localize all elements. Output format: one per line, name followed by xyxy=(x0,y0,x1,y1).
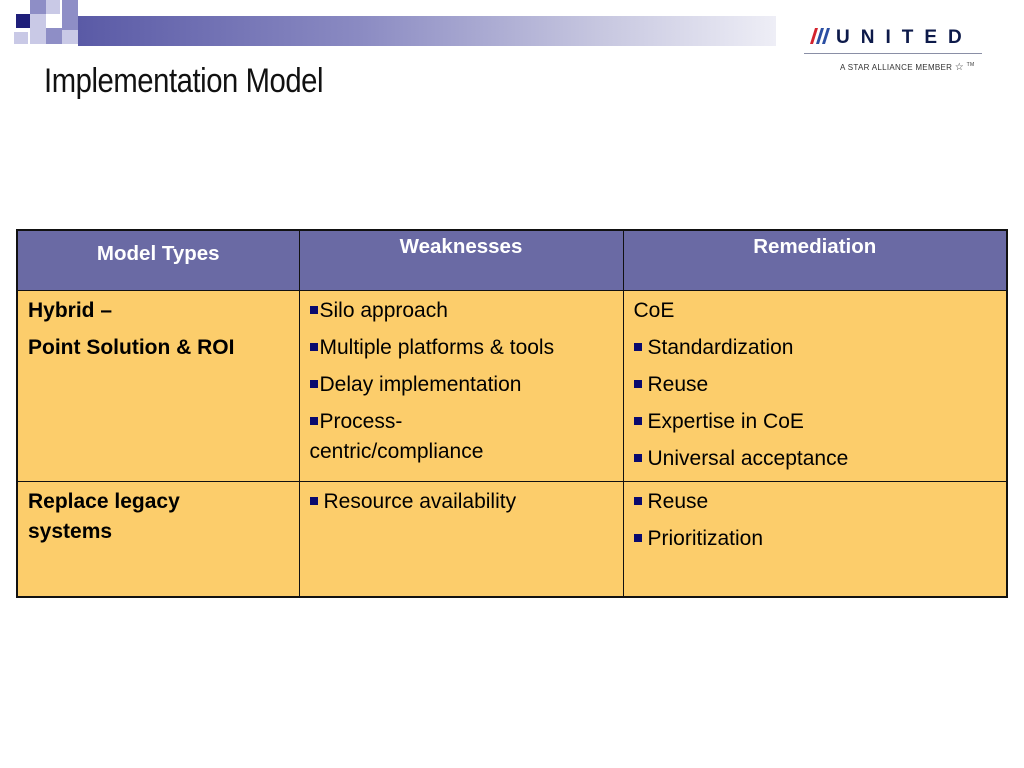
list-item: Expertise in CoE xyxy=(633,407,997,437)
cell-model: Replace legacy systems xyxy=(16,481,300,598)
list-item: Reuse xyxy=(633,370,997,400)
list-item-text: Standardization xyxy=(647,336,794,359)
bullet-icon xyxy=(633,417,642,425)
header-label: Remediation xyxy=(753,235,877,258)
list-item: Delay implementation xyxy=(309,370,613,400)
header-weaknesses: Weaknesses xyxy=(298,229,624,291)
list-item: Universal acceptance xyxy=(633,444,997,474)
table-row: Hybrid – Point Solution & ROI Silo appro… xyxy=(16,290,1008,482)
list-item-text: Prioritization xyxy=(647,527,764,550)
decor-square xyxy=(30,28,46,44)
list-item-text: Reuse xyxy=(647,373,709,396)
list-item: Silo approach xyxy=(309,296,613,326)
decor-square xyxy=(16,14,30,28)
decor-square xyxy=(46,28,62,44)
decor-square xyxy=(30,14,46,28)
bullet-icon xyxy=(309,306,318,314)
decor-square xyxy=(30,0,46,14)
list-item-text: Universal acceptance xyxy=(647,447,849,470)
tulip-logo-icon xyxy=(810,28,830,44)
decor-square xyxy=(14,32,28,44)
list-item: Prioritization xyxy=(633,524,997,554)
decor-square xyxy=(62,30,78,44)
cell-model: Hybrid – Point Solution & ROI xyxy=(16,290,300,482)
star-icon: ☆ xyxy=(954,62,965,73)
list-item-text: Multiple platforms & tools xyxy=(319,336,555,359)
cell-weaknesses: Silo approach Multiple platforms & tools… xyxy=(298,290,624,482)
bullet-icon xyxy=(309,380,318,388)
list-item: Multiple platforms & tools xyxy=(309,333,613,363)
list-item-text: Reuse xyxy=(647,490,709,513)
list-item-text: Delay implementation xyxy=(319,373,522,396)
table-header-row: Model Types Weaknesses Remediation xyxy=(16,229,1008,291)
logo-divider xyxy=(804,53,982,54)
logo-wordmark: UNITED xyxy=(836,27,973,48)
bullet-icon xyxy=(309,497,318,505)
header-model-types: Model Types xyxy=(16,229,300,291)
header-label: Weaknesses xyxy=(399,235,523,258)
decor-square xyxy=(62,0,78,30)
model-name: Replace legacy systems xyxy=(28,490,180,543)
model-name: Hybrid – xyxy=(28,299,113,322)
model-name: Point Solution & ROI xyxy=(28,336,235,359)
united-logo: UNITED A STAR ALLIANCE MEMBER ☆ TM xyxy=(804,24,994,76)
bullet-icon xyxy=(633,454,642,462)
slide-title: Implementation Model xyxy=(44,62,324,100)
implementation-table: Model Types Weaknesses Remediation Hybri… xyxy=(16,229,1008,598)
bullet-icon xyxy=(633,497,642,505)
header-gradient-bar xyxy=(78,16,776,46)
list-item: Resource availability xyxy=(309,487,613,517)
list-item-text: Resource availability xyxy=(323,490,517,513)
logo-tm: TM xyxy=(966,62,975,68)
bullet-icon xyxy=(633,534,642,542)
cell-remediation: CoE Standardization Reuse Expertise in C… xyxy=(622,290,1008,482)
list-item: Standardization xyxy=(633,333,997,363)
bullet-icon xyxy=(309,343,318,351)
logo-tagline: A STAR ALLIANCE MEMBER ☆ TM xyxy=(840,62,974,73)
decor-square xyxy=(46,0,60,14)
cell-weaknesses: Resource availability xyxy=(298,481,624,598)
table-row: Replace legacy systems Resource availabi… xyxy=(16,481,1008,598)
list-item-text: Expertise in CoE xyxy=(647,410,804,433)
logo-tagline-text: A STAR ALLIANCE MEMBER xyxy=(840,63,953,72)
list-item-text: Silo approach xyxy=(319,299,448,322)
list-item-text: Process-centric/compliance xyxy=(309,410,484,463)
remediation-lead: CoE xyxy=(633,299,675,322)
header-remediation: Remediation xyxy=(622,229,1008,291)
list-item: Reuse xyxy=(633,487,997,517)
bullet-icon xyxy=(309,417,318,425)
bullet-icon xyxy=(633,380,642,388)
list-item: Process-centric/compliance xyxy=(309,407,540,467)
cell-remediation: Reuse Prioritization xyxy=(622,481,1008,598)
header-label: Model Types xyxy=(96,242,220,265)
bullet-icon xyxy=(633,343,642,351)
